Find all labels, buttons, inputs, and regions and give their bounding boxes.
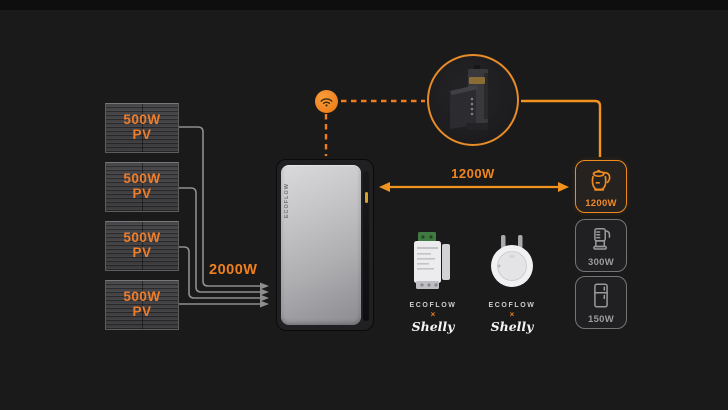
fridge-icon (594, 283, 608, 308)
appliance-kettle: 1200W (575, 160, 627, 213)
appliance-blender: 300W (575, 219, 627, 272)
battery-front-panel: ECOFLOW (281, 165, 361, 325)
pv-panel-watts: 500W (123, 112, 161, 128)
pv-panel-4: 500W PV (105, 280, 179, 330)
din-relay-device (411, 231, 455, 291)
appliance-watts: 1200W (585, 198, 617, 209)
pv-panel-1: 500W PV (105, 103, 179, 153)
times-symbol: × (430, 310, 436, 320)
battery-unit: ECOFLOW (276, 159, 374, 331)
partner-lockup-plug: ECOFLOW × Shelly (480, 302, 544, 333)
shelly-wordmark: Shelly (490, 318, 534, 334)
wifi-icon (320, 98, 333, 107)
meter-to-appliance-link (521, 99, 602, 157)
pv-panel-type: PV (132, 186, 152, 201)
battery-handle-slot (363, 171, 369, 321)
ac-link-label: 1200W (451, 166, 495, 181)
din-energy-meter-icon (450, 65, 488, 130)
wifi-badge (315, 90, 338, 113)
wireless-dashed-links (324, 99, 425, 156)
pv-output-label: 2000W (209, 262, 258, 278)
battery-brand-label: ECOFLOW (284, 183, 290, 219)
smart-meter-circle (427, 54, 519, 146)
pv-panel-type: PV (132, 245, 152, 260)
battery-led-indicator (365, 192, 368, 203)
pv-panel-type: PV (132, 304, 152, 319)
letterbox-top (0, 0, 728, 10)
partner-lockup-relay: ECOFLOW × Shelly (401, 302, 465, 333)
smart-plug-device (487, 235, 537, 289)
ac-power-arrow (379, 182, 569, 192)
pv-panel-watts: 500W (123, 230, 161, 246)
kettle-icon (591, 169, 611, 191)
ecoflow-wordmark: ECOFLOW (488, 302, 536, 309)
din-relay-icon (414, 232, 450, 289)
pv-panel-watts: 500W (123, 171, 161, 187)
smart-plug-icon (491, 235, 533, 287)
blender-icon (593, 227, 611, 250)
appliance-fridge: 150W (575, 276, 627, 329)
times-symbol: × (509, 310, 515, 320)
pv-panel-type: PV (132, 127, 152, 142)
pv-panel-watts: 500W (123, 289, 161, 305)
pv-panel-3: 500W PV (105, 221, 179, 271)
pv-panel-2: 500W PV (105, 162, 179, 212)
shelly-wordmark: Shelly (411, 318, 455, 334)
appliance-watts: 150W (587, 314, 615, 325)
appliance-watts: 300W (587, 257, 615, 268)
pv-wire-arrowheads (260, 282, 269, 308)
ecoflow-wordmark: ECOFLOW (409, 302, 457, 309)
